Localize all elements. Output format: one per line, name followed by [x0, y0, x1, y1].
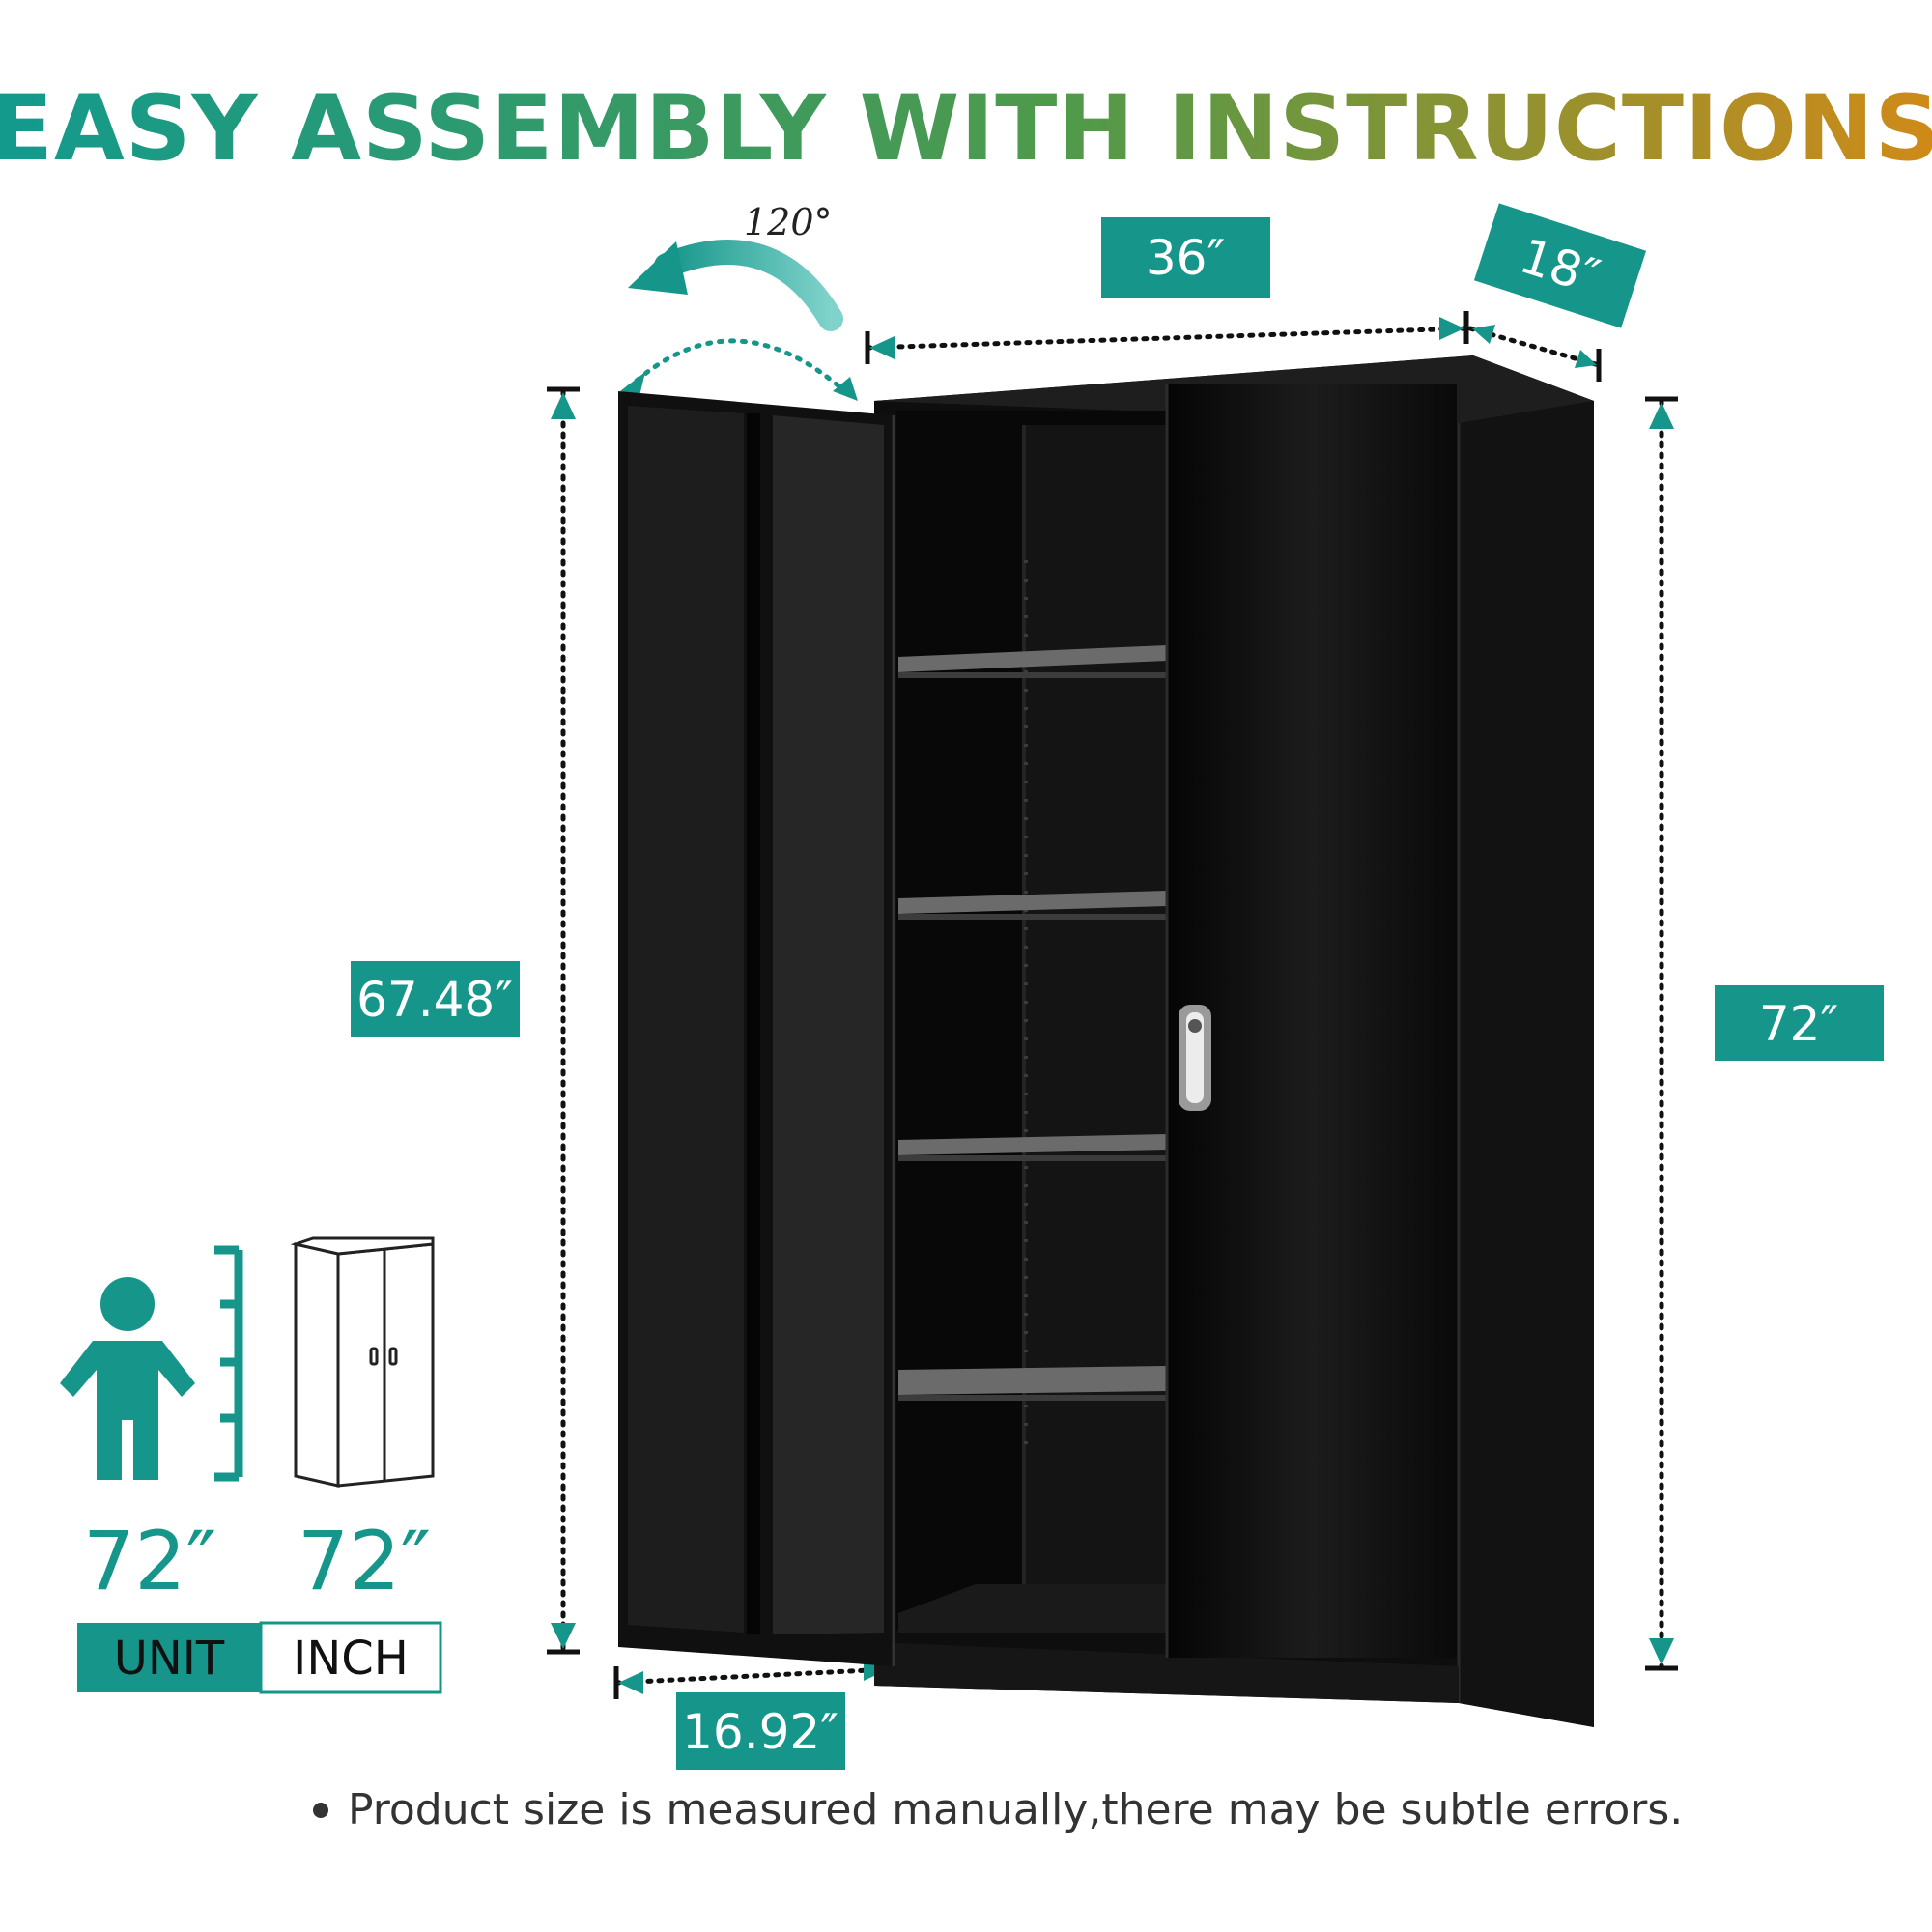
cabinet-outline-icon	[290, 1236, 435, 1488]
door-height-dimension-line	[547, 386, 580, 1655]
depth-tag: 18″	[1473, 203, 1647, 328]
width-dimension-line	[865, 311, 1469, 364]
door-width-value: 16.92″	[682, 1704, 838, 1760]
unit-label: UNIT	[114, 1632, 225, 1686]
door-height-value: 67.48″	[356, 972, 513, 1028]
door-swing-arc	[625, 338, 853, 399]
shelf	[898, 1366, 1167, 1401]
right-door	[1167, 384, 1457, 1658]
shelf	[898, 1134, 1167, 1161]
cabinet-height-value: 72″	[298, 1514, 431, 1608]
door-handle-lock-icon	[1179, 1005, 1211, 1111]
unit-box: UNIT INCH	[77, 1621, 442, 1694]
depth-dimension-line	[1467, 325, 1602, 382]
person-icon	[60, 1277, 195, 1480]
shelf	[898, 645, 1167, 678]
ruler-icon	[214, 1245, 243, 1482]
page-title: EASY ASSEMBLY WITH INSTRUCTIONS	[0, 76, 1932, 182]
width-tag: 36″	[1101, 217, 1270, 298]
unit-value: INCH	[293, 1632, 409, 1686]
cabinet-illustration	[618, 355, 1594, 1727]
door-angle-label: 120°	[744, 201, 833, 243]
person-height-value: 72″	[83, 1514, 216, 1608]
total-height-value: 72″	[1759, 996, 1838, 1052]
door-height-tag: 67.48″	[351, 961, 520, 1037]
door-rotation-arrow-icon	[628, 240, 843, 331]
total-height-tag: 72″	[1715, 985, 1884, 1061]
note-bullet	[313, 1803, 328, 1818]
door-width-tag: 16.92″	[676, 1692, 845, 1770]
shelf	[898, 891, 1167, 920]
width-value: 36″	[1146, 230, 1225, 286]
measurement-note: Product size is measured manually,there …	[348, 1785, 1683, 1834]
total-height-dimension-line	[1645, 396, 1678, 1671]
